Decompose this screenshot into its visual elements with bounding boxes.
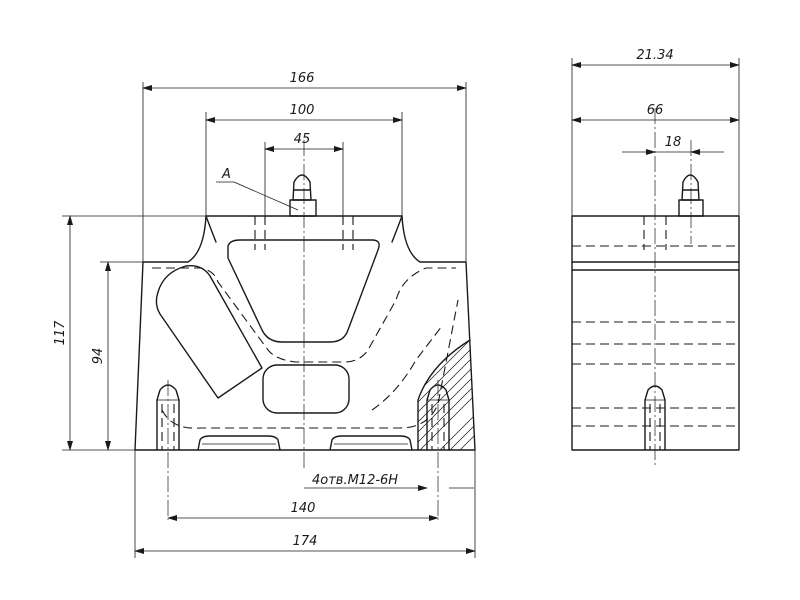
side-dimensions: 21.34 66 18 [571, 48, 740, 216]
front-hidden-cavity [152, 267, 456, 363]
side-view [571, 108, 740, 468]
front-view [134, 140, 476, 520]
datum-label: A [221, 167, 231, 182]
top-stud [289, 174, 317, 217]
diagonal-slot [155, 265, 263, 399]
section-boundary [417, 339, 471, 451]
dim-18: 18 [665, 135, 682, 150]
dim-174: 174 [293, 534, 318, 549]
side-outline [571, 215, 740, 451]
front-upper-fillet-right [391, 215, 403, 243]
dim-21-34: 21.34 [636, 48, 673, 63]
front-hidden-lower [161, 299, 459, 429]
thread-note: 4отв.М12-6Н [312, 473, 398, 488]
dim-166: 166 [290, 71, 315, 86]
front-dimensions: 166 100 45 A 117 94 4отв.М12-6Н 140 [53, 71, 476, 558]
dim-100: 100 [290, 103, 315, 118]
dim-140: 140 [291, 501, 316, 516]
triangle-window [227, 239, 380, 343]
front-outline [134, 215, 476, 451]
bottom-recess-right [329, 435, 413, 451]
dim-117: 117 [53, 320, 68, 346]
dim-94: 94 [91, 348, 106, 365]
lower-window [262, 364, 350, 414]
front-hidden-right-arc [371, 325, 443, 411]
front-upper-fillet-left [205, 215, 217, 243]
dim-66: 66 [647, 103, 664, 118]
dim-45: 45 [294, 132, 311, 147]
bottom-recess-left [197, 435, 281, 451]
